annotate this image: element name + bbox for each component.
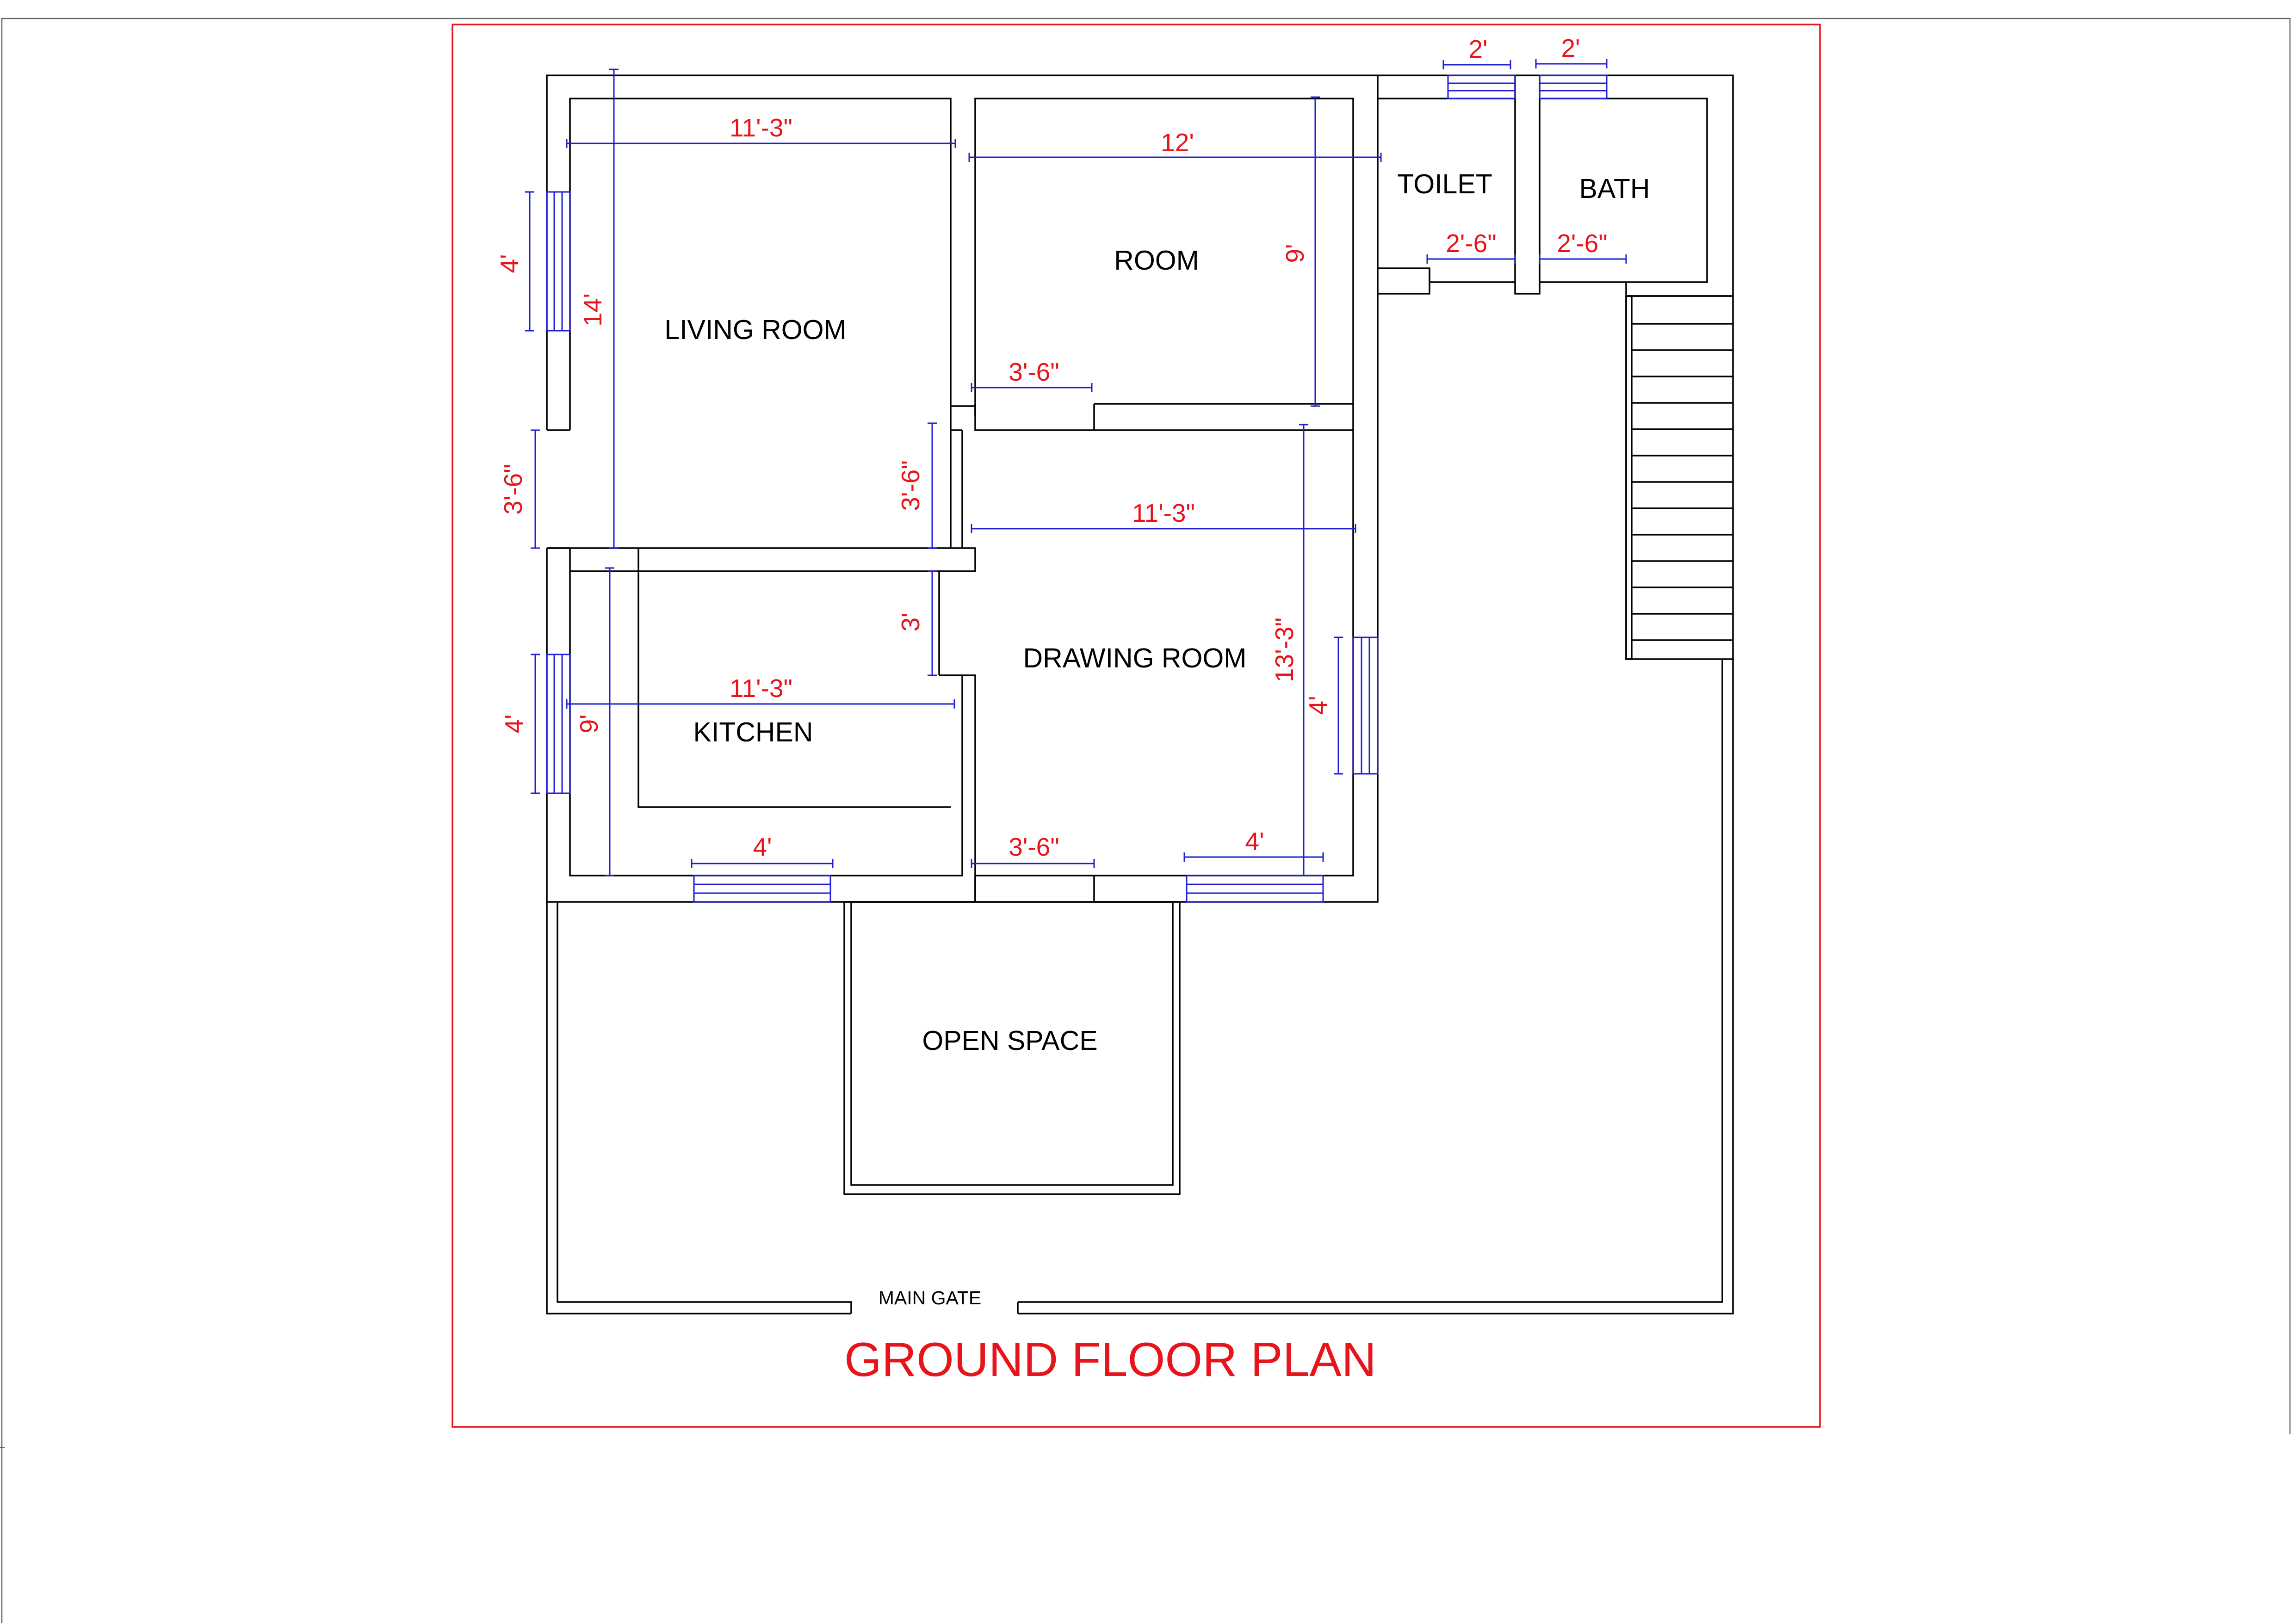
room-label: ROOM	[1114, 245, 1199, 276]
dim-entrance-door: 3'-6"	[1009, 833, 1059, 861]
dim-kitchen-door: 3'	[896, 612, 925, 631]
open-space-label: OPEN SPACE	[922, 1025, 1097, 1056]
living-room-label: LIVING ROOM	[664, 315, 846, 345]
dim-kitchen-window-bottom: 4'	[753, 833, 772, 861]
dimension-labels: 11'-3" 14' 4' 3'-6" 12' 9' 3'-6" 3'-6" 1…	[495, 34, 1608, 861]
dim-drawing-window-right: 4'	[1304, 696, 1332, 715]
dim-inner-door: 3'-6"	[896, 460, 925, 511]
dim-living-height: 14'	[578, 293, 607, 327]
windows	[546, 74, 1608, 903]
dim-drawing-height: 13'-3"	[1270, 617, 1299, 682]
dim-living-width: 11'-3"	[730, 113, 792, 142]
dim-room-width: 12'	[1161, 128, 1194, 157]
toilet-label: TOILET	[1397, 169, 1492, 199]
dim-living-door: 3'-6"	[499, 464, 527, 515]
dim-living-window: 4'	[495, 254, 524, 273]
dim-kitchen-width: 11'-3"	[730, 674, 792, 703]
main-gate-label: MAIN GATE	[879, 1287, 981, 1308]
room-labels: LIVING ROOM ROOM TOILET BATH KITCHEN DRA…	[664, 169, 1650, 1308]
drawing-room-label: DRAWING ROOM	[1023, 643, 1247, 673]
dim-toilet-door: 2'-6"	[1446, 229, 1497, 258]
staircase	[1625, 295, 1734, 660]
drawing-border	[452, 24, 1821, 1428]
dim-toilet-window: 2'	[1468, 35, 1487, 63]
dim-bath-window: 2'	[1561, 34, 1580, 62]
plan-title: GROUND FLOOR PLAN	[844, 1333, 1376, 1387]
sheet-frame	[0, 18, 2291, 1623]
dim-kitchen-window-left: 4'	[500, 714, 528, 733]
dim-room-height: 9'	[1281, 244, 1309, 263]
dim-drawing-window-bottom: 4'	[1245, 827, 1264, 856]
dim-room-door: 3'-6"	[1009, 358, 1059, 386]
dim-bath-door: 2'-6"	[1557, 229, 1608, 258]
dim-drawing-width: 11'-3"	[1132, 499, 1195, 527]
dimension-lines	[525, 59, 1627, 876]
kitchen-label: KITCHEN	[693, 717, 813, 747]
dim-kitchen-height: 9'	[575, 714, 603, 733]
bath-label: BATH	[1579, 173, 1650, 204]
